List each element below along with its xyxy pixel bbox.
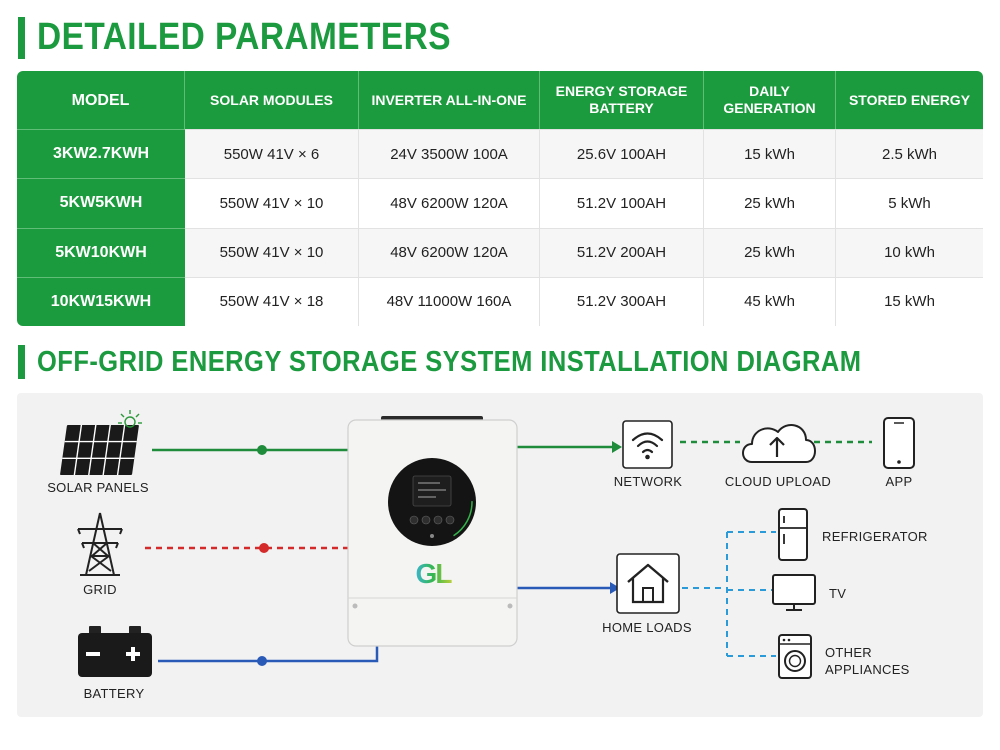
cell-solar-modules: 550W 41V × 6 xyxy=(185,129,359,179)
cell-battery: 51.2V 100AH xyxy=(540,178,704,228)
app-label: APP xyxy=(885,474,913,489)
cloud-upload-label: CLOUD UPLOAD xyxy=(724,474,832,489)
table-row: 5KW5KWH 550W 41V × 10 48V 6200W 120A 51.… xyxy=(17,178,983,228)
network-connection-line xyxy=(517,440,872,453)
header-solar-modules: SOLAR MODULES xyxy=(185,71,359,129)
cell-stored-energy: 2.5 kWh xyxy=(836,129,983,179)
home-loads-label: HOME LOADS xyxy=(602,620,692,635)
title-accent-bar xyxy=(18,16,25,59)
inverter-logo: GL xyxy=(412,558,454,590)
other-appliances-label-line2: APPLIANCES xyxy=(825,662,910,677)
section-title-diagram: OFF-GRID ENERGY STORAGE SYSTEM INSTALLAT… xyxy=(18,345,974,379)
cell-inverter: 48V 6200W 120A xyxy=(359,227,540,277)
house-icon xyxy=(616,553,680,614)
refrigerator-label: REFRIGERATOR xyxy=(822,529,928,544)
washing-machine-icon xyxy=(778,634,812,679)
header-stored-energy: STORED ENERGY xyxy=(836,71,983,129)
battery-connection-line xyxy=(158,645,379,666)
cell-battery: 51.2V 300AH xyxy=(540,276,704,326)
title-accent-bar xyxy=(18,345,25,379)
cell-solar-modules: 550W 41V × 18 xyxy=(185,276,359,326)
cell-daily-generation: 15 kWh xyxy=(704,129,836,179)
header-model: MODEL xyxy=(17,71,185,129)
cell-solar-modules: 550W 41V × 10 xyxy=(185,178,359,228)
header-inverter: INVERTER ALL-IN-ONE xyxy=(359,71,540,129)
table-header-row: MODEL SOLAR MODULES INVERTER ALL-IN-ONE … xyxy=(17,71,983,129)
grid-label: GRID xyxy=(83,582,117,597)
cloud-upload-icon xyxy=(742,424,816,463)
diagram-title: OFF-GRID ENERGY STORAGE SYSTEM INSTALLAT… xyxy=(37,345,862,378)
tv-icon xyxy=(772,574,816,611)
header-battery: ENERGY STORAGE BATTERY xyxy=(540,71,704,129)
tv-label: TV xyxy=(829,586,847,601)
cell-model: 3KW2.7KWH xyxy=(17,129,185,179)
cell-inverter: 24V 3500W 100A xyxy=(359,129,540,179)
refrigerator-icon xyxy=(778,508,808,561)
table-row: 10KW15KWH 550W 41V × 18 48V 11000W 160A … xyxy=(17,276,983,326)
cell-battery: 51.2V 200AH xyxy=(540,227,704,277)
table-row: 5KW10KWH 550W 41V × 10 48V 6200W 120A 51… xyxy=(17,227,983,277)
smartphone-icon xyxy=(883,417,915,469)
cell-model: 5KW10KWH xyxy=(17,227,185,277)
cell-stored-energy: 10 kWh xyxy=(836,227,983,277)
other-appliances-label: OTHER APPLIANCES xyxy=(825,644,910,678)
cell-stored-energy: 5 kWh xyxy=(836,178,983,228)
cell-daily-generation: 25 kWh xyxy=(704,227,836,277)
cell-daily-generation: 45 kWh xyxy=(704,276,836,326)
parameters-table: MODEL SOLAR MODULES INVERTER ALL-IN-ONE … xyxy=(17,71,983,326)
table-row: 3KW2.7KWH 550W 41V × 6 24V 3500W 100A 25… xyxy=(17,129,983,179)
cell-daily-generation: 25 kWh xyxy=(704,178,836,228)
solar-connection-line xyxy=(152,445,348,455)
network-label: NETWORK xyxy=(613,474,683,489)
cell-model: 5KW5KWH xyxy=(17,178,185,228)
header-daily-generation: DAILY GENERATION xyxy=(704,71,836,129)
cell-battery: 25.6V 100AH xyxy=(540,129,704,179)
cell-solar-modules: 550W 41V × 10 xyxy=(185,227,359,277)
grid-connection-line xyxy=(145,543,348,553)
section-title-parameters: DETAILED PARAMETERS xyxy=(18,16,507,59)
cell-inverter: 48V 6200W 120A xyxy=(359,178,540,228)
transmission-tower-icon xyxy=(77,512,123,576)
other-appliances-label-line1: OTHER xyxy=(825,645,872,660)
inverter-unit xyxy=(347,416,518,647)
solar-panels-label: SOLAR PANELS xyxy=(47,480,149,495)
cell-inverter: 48V 11000W 160A xyxy=(359,276,540,326)
page-title: DETAILED PARAMETERS xyxy=(37,16,451,58)
cell-stored-energy: 15 kWh xyxy=(836,276,983,326)
wifi-icon xyxy=(622,420,673,469)
load-connection-line xyxy=(517,531,776,657)
solar-panel-icon xyxy=(60,410,142,475)
cell-model: 10KW15KWH xyxy=(17,276,185,326)
battery-icon xyxy=(78,626,152,677)
battery-label: BATTERY xyxy=(83,686,145,701)
